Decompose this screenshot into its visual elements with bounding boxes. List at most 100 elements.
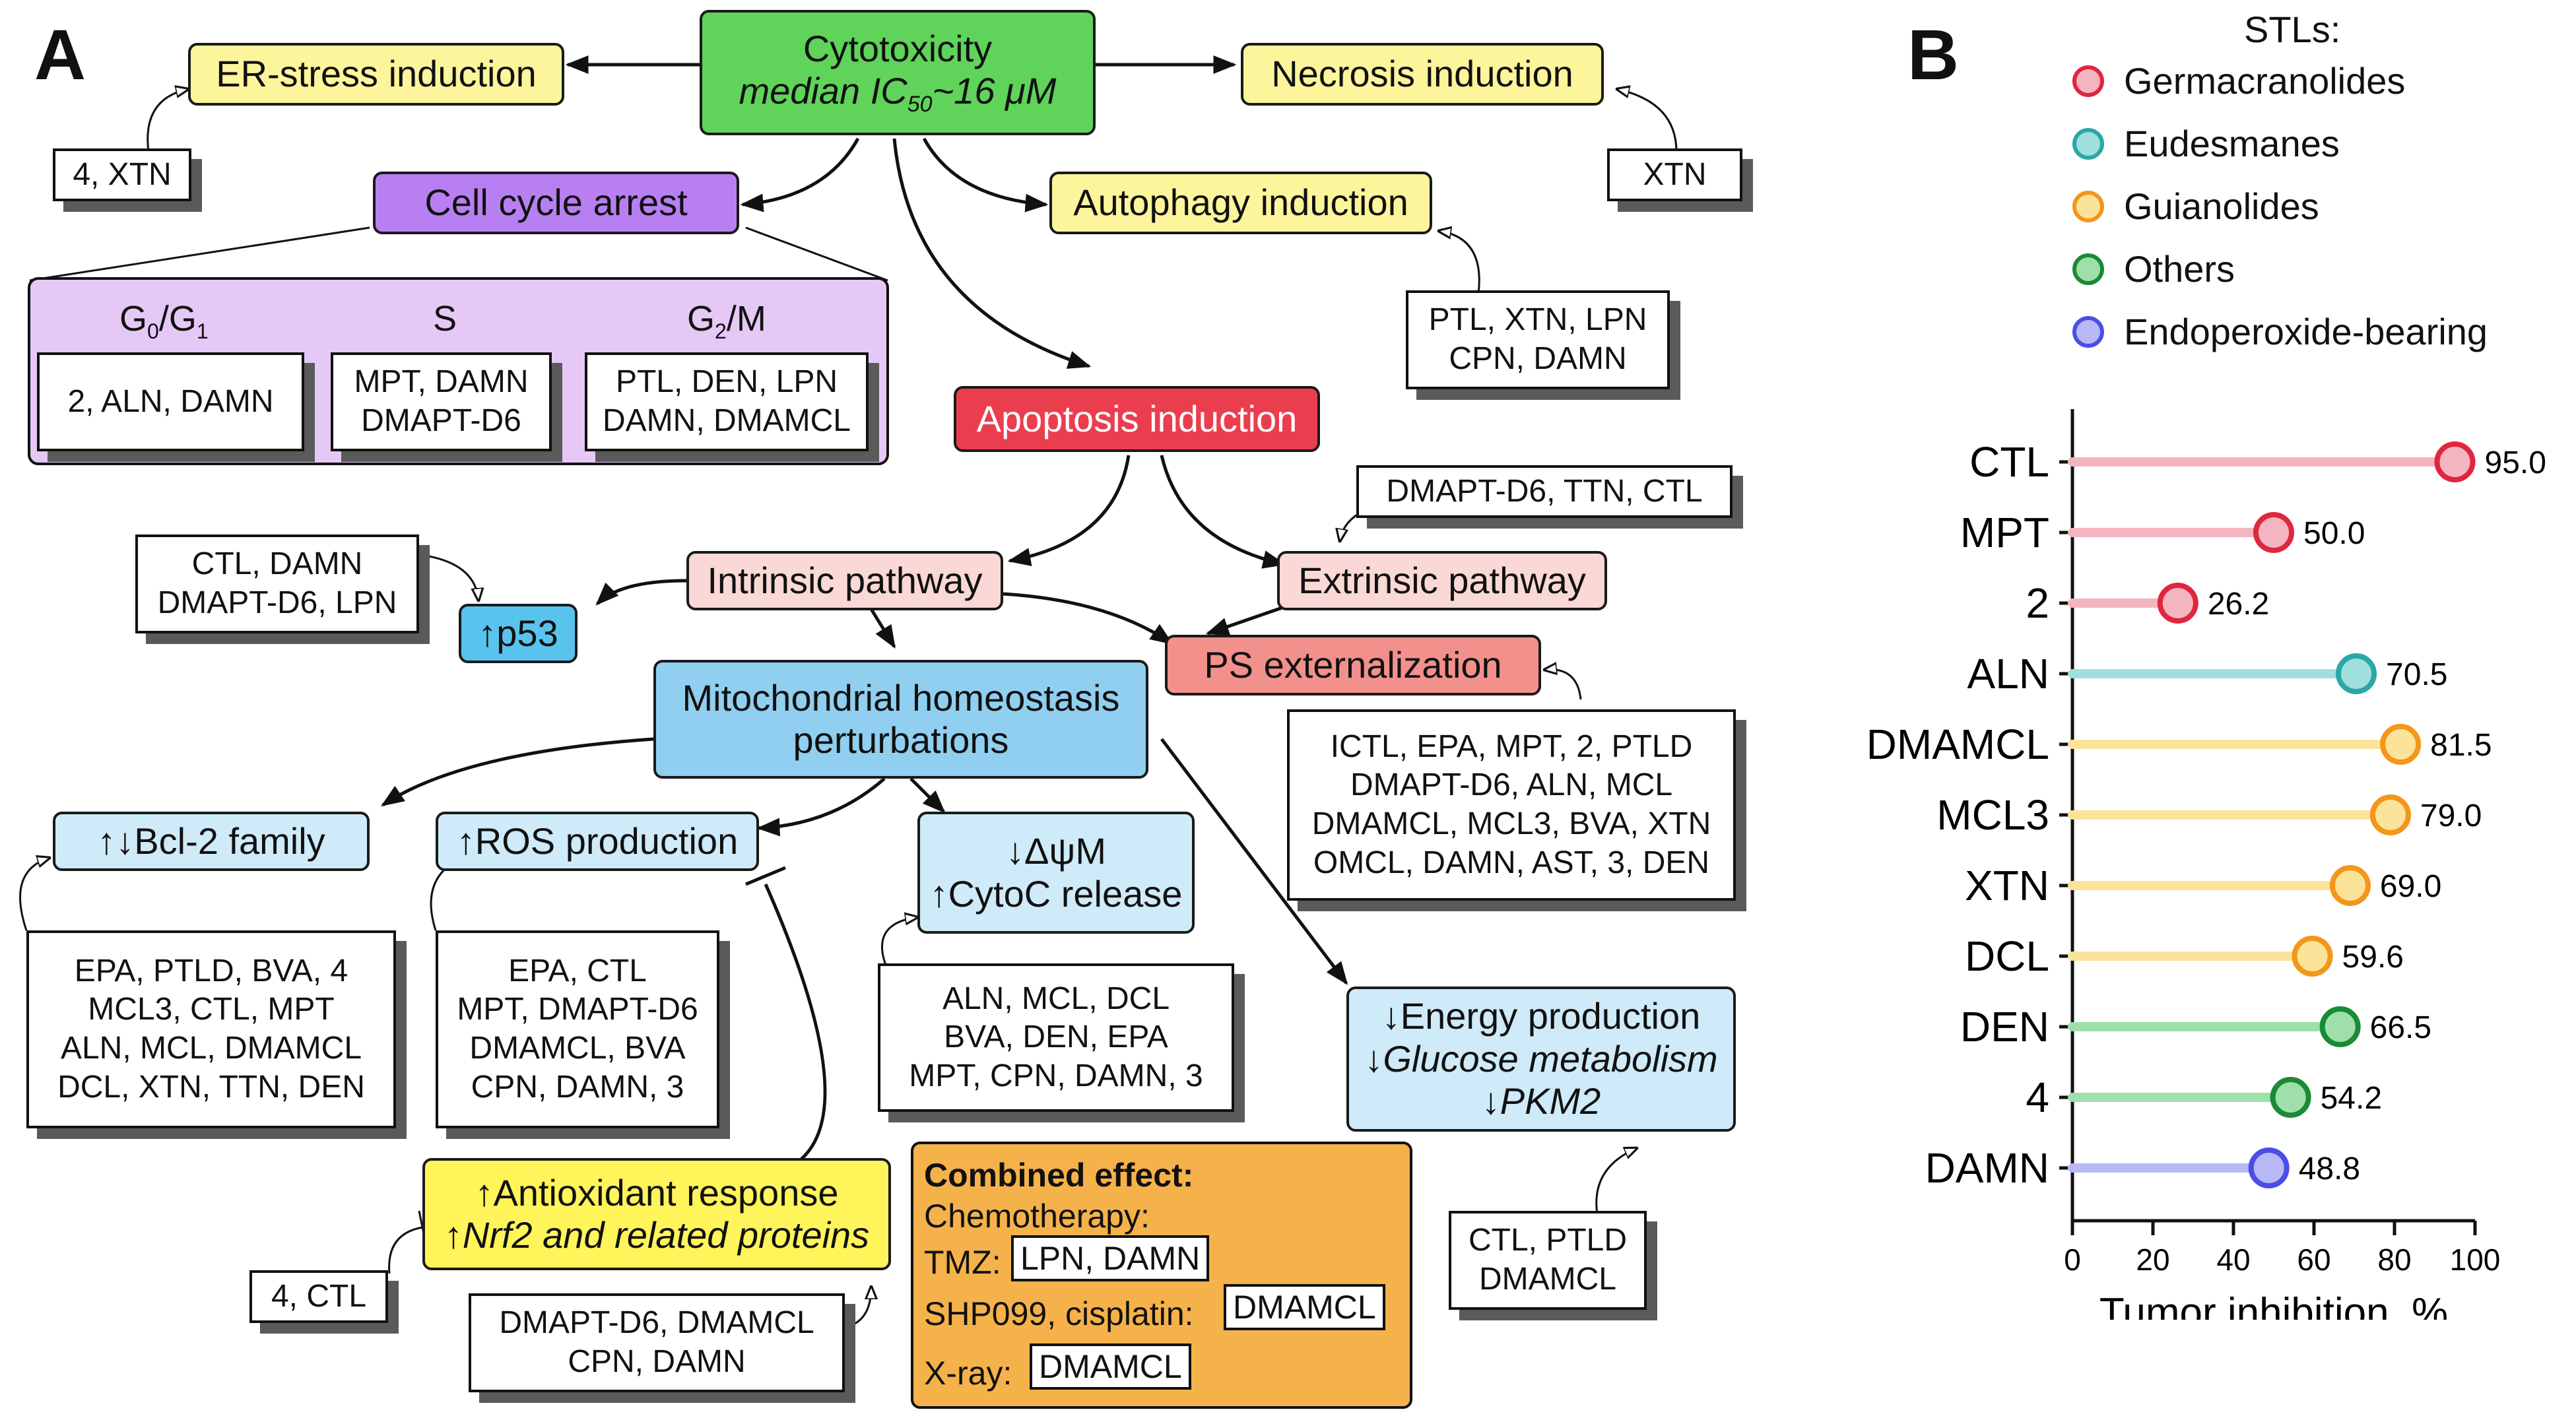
legend-item: Eudesmanes [2072,122,2340,165]
phase-g2m-label: G2/M [687,299,766,343]
combined-xray-compounds: DMAMCL [1030,1343,1191,1390]
combined-tmz-compounds: LPN, DAMN [1011,1235,1210,1281]
cellcycle-fan-right [745,226,888,282]
x-tick-label: 40 [2216,1243,2250,1277]
x-axis-title: Tumor inhibition, % [2099,1290,2448,1320]
er-stress-node: ER-stress induction [188,43,564,106]
arrow-to-bcl2 [381,737,654,807]
ps-externalization-node: PS externalization [1165,635,1541,695]
legend-marker [2072,65,2104,97]
er-stress-compounds: 4, XTN [53,148,191,201]
category-label: MPT [1960,509,2049,556]
legend-title: STLs: [2244,9,2341,50]
lollipop-point [2369,794,2411,835]
note-arrow-antiox [847,1287,871,1328]
antioxidant-compounds: DMAPT-D6, DMAMCL CPN, DAMN [469,1293,845,1392]
value-label: 95.0 [2485,445,2546,480]
note-arrow-necrosis [1617,89,1678,152]
p53-node: ↑p53 [459,604,578,663]
category-label: 2 [2026,579,2049,627]
legend-item: Germacranolides [2072,59,2405,102]
value-label: 66.5 [2370,1010,2431,1045]
cellcycle-fan-left [29,226,370,282]
x-tick-label: 0 [2064,1243,2081,1277]
category-label: CTL [1969,438,2049,486]
arrow-to-ros [756,777,886,837]
category-label: 4 [2026,1074,2049,1121]
extrinsic-compounds: DMAPT-D6, TTN, CTL [1356,465,1733,518]
value-label: 26.2 [2208,587,2269,622]
phase-s-label: S [433,299,457,339]
apoptosis-node: Apoptosis induction [954,386,1320,452]
arrow-to-extrinsic [1160,455,1286,569]
arrow-to-dpsi [909,777,946,814]
antioxidant-line-1: ↑Antioxidant response [475,1171,839,1213]
dpsi-compounds: ALN, MCL, DCL BVA, DEN, EPA MPT, CPN, DA… [878,963,1234,1112]
legend-marker [2072,253,2104,285]
category-label: ALN [1967,650,2050,697]
p53-compounds: CTL, DAMN DMAPT-D6, LPN [135,534,419,633]
lollipop-point [2434,441,2476,482]
lollipop-point [2248,1147,2290,1188]
value-label: 70.5 [2386,657,2447,692]
inhibit-ros-bar [745,866,786,886]
inhibit-ros [764,883,827,1163]
category-label: DAMN [1925,1144,2049,1192]
legend-label: Endoperoxide-bearing [2124,311,2488,352]
intrinsic-node: Intrinsic pathway [686,551,1003,610]
autophagy-node: Autophagy induction [1049,172,1432,234]
note-arrow-energy [1595,1148,1637,1215]
antioxidant-inhibitor-compounds: 4, CTL [249,1270,388,1323]
value-label: 79.0 [2420,798,2482,833]
note-arrow-er [147,89,188,152]
bcl2-compounds: EPA, PTLD, BVA, 4 MCL3, CTL, MPT ALN, MC… [26,930,396,1128]
cytotoxicity-node: Cytotoxicity median IC50~16 μM [700,10,1096,135]
category-label: DMAMCL [1866,721,2049,768]
value-label: 59.6 [2342,940,2404,975]
energy-compounds: CTL, PTLD DMAMCL [1449,1211,1647,1310]
energy-line-1: ↓Energy production [1381,995,1701,1037]
category-label: MCL3 [1936,791,2049,839]
note-arrow-bcl2 [19,858,50,931]
combined-chemo: Chemotherapy: [924,1198,1150,1235]
x-tick-label: 80 [2377,1243,2411,1277]
x-tick-label: 20 [2136,1243,2169,1277]
necrosis-compounds: XTN [1607,148,1742,201]
lollipop-point [2380,724,2422,765]
x-tick-label: 100 [2450,1243,2501,1277]
ros-compounds: EPA, CTL MPT, DMAPT-D6 DMAMCL, BVA CPN, … [436,930,719,1128]
lollipop-point [2292,936,2333,977]
legend-marker [2072,190,2104,222]
dpsi-cytoc-node: ↓ΔψM ↑CytoC release [917,812,1195,934]
antioxidant-line-2: ↑Nrf2 and related proteins [444,1214,870,1256]
category-label: XTN [1965,862,2049,909]
autophagy-compounds: PTL, XTN, LPN CPN, DAMN [1406,290,1670,389]
category-label: DCL [1965,932,2049,980]
legend-item: Others [2072,247,2235,290]
phase-g2m-compounds: PTL, DEN, LPN DAMN, DMAMCL [585,352,869,451]
arrow-to-cell-cycle [740,137,860,212]
arrow-to-autophagy [922,137,1049,212]
lollipop-point [2336,653,2377,694]
value-label: 69.0 [2380,869,2441,904]
cell-cycle-node: Cell cycle arrest [373,172,739,234]
arrow-to-mito [866,602,896,649]
combined-shp: SHP099, cisplatin: [924,1295,1194,1332]
ps-compounds: ICTL, EPA, MPT, 2, PTLD DMAPT-D6, ALN, M… [1287,709,1736,901]
energy-line-2: ↓Glucose metabolism [1364,1037,1718,1080]
mito-node: Mitochondrial homeostasis perturbations [653,660,1148,779]
lollipop-point [2319,1006,2361,1047]
legend-label: Germacranolides [2124,60,2406,102]
value-label: 54.2 [2321,1081,2382,1116]
phase-s-compounds: MPT, DAMN DMAPT-D6 [331,352,552,451]
x-tick-label: 60 [2297,1243,2330,1277]
necrosis-node: Necrosis induction [1241,43,1604,106]
combined-title: Combined effect: [924,1157,1194,1194]
bcl2-node: ↑↓Bcl-2 family [53,812,370,871]
value-label: 50.0 [2303,516,2365,551]
note-inhibit-antiox [388,1226,423,1274]
cytotoxicity-title: Cytotoxicity [803,27,993,69]
legend-marker [2072,315,2104,348]
